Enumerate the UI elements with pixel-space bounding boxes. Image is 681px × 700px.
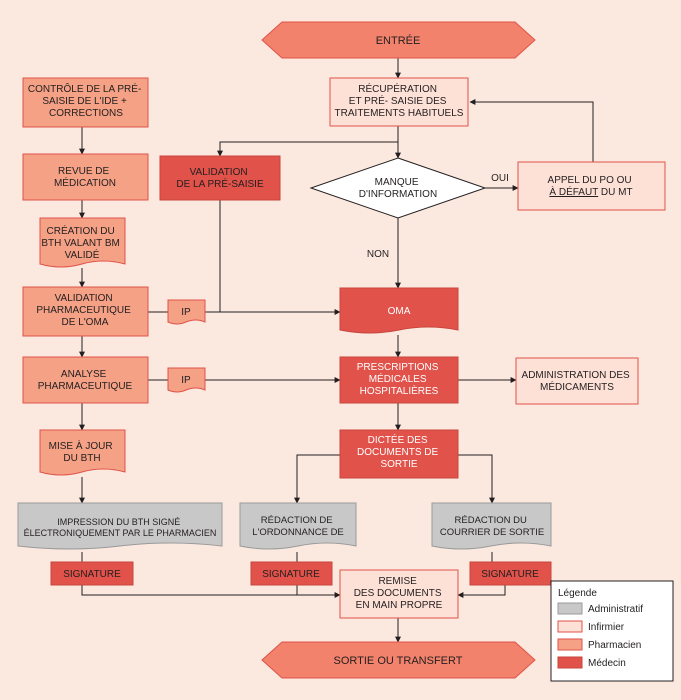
edge-dictee-ordonnance <box>294 454 340 504</box>
node-oma-label: OMA <box>388 306 411 317</box>
node-signature-1-label: SIGNATURE <box>63 569 121 580</box>
legend-item-pharmacien: Pharmacien <box>557 638 641 651</box>
node-revue-label: REVUE DE MÉDICATION <box>54 166 116 189</box>
node-controle: CONTRÔLE DE LA PRÉ- SAISIE DE L'IDE + CO… <box>22 77 149 128</box>
node-sortie: SORTIE OU TRANSFERT <box>261 641 536 679</box>
node-administration-label: ADMINISTRATION DES MÉDICAMENTS <box>522 370 633 393</box>
node-impression: IMPRESSION DU BTH SIGNÉ ÉLECTRONIQUEMENT… <box>17 502 223 550</box>
legend-label-administratif: Administratif <box>588 604 643 615</box>
node-ip-2: IP <box>167 367 206 393</box>
node-prescriptions: PRESCRIPTIONS MÉDICALES HOSPITALIÈRES <box>339 356 459 404</box>
legend-title: Légende <box>558 588 597 599</box>
node-signature-3: SIGNATURE <box>469 561 552 586</box>
node-signature-2-label: SIGNATURE <box>262 569 320 580</box>
node-mise-a-jour-label: MISE À JOUR DU BTH <box>49 439 116 464</box>
node-appel: APPEL DU PO OU À DÉFAUT DU MT <box>517 161 666 211</box>
node-redaction-ordonnance-label: RÉDACTION DE L'ORDONNANCE DE <box>252 515 344 538</box>
edge-validation-oma <box>219 200 341 315</box>
node-appel-label: APPEL DU PO OU À DÉFAUT DU MT <box>548 175 635 198</box>
node-ip-2-label: IP <box>181 375 191 386</box>
legend-item-administratif: Administratif <box>557 602 643 615</box>
legend-item-medecin: Médecin <box>557 656 626 669</box>
node-signature-1: SIGNATURE <box>50 561 134 586</box>
legend-item-infirmier: Infirmier <box>557 620 625 633</box>
node-redaction-ordonnance: RÉDACTION DE L'ORDONNANCE DE <box>239 502 357 550</box>
edge-signature2-remise <box>296 585 340 596</box>
edge-signature3-remise <box>457 585 506 598</box>
node-recuperation: RÉCUPÉRATION ET PRÉ- SAISIE DES TRAITEME… <box>329 77 469 127</box>
node-revue: REVUE DE MÉDICATION <box>22 153 149 201</box>
node-remise: REMISE DES DOCUMENTS EN MAIN PROPRE <box>339 569 459 619</box>
node-analyse: ANALYSE PHARMACEUTIQUE <box>22 356 149 404</box>
connectors <box>79 57 594 643</box>
node-mise-a-jour: MISE À JOUR DU BTH <box>39 429 126 476</box>
appel-tail-text: DU MT <box>598 187 632 198</box>
legend-label-infirmier: Infirmier <box>588 622 625 633</box>
legend: Légende Administratif Infirmier Pharmaci… <box>550 580 674 682</box>
label-oui: OUI <box>491 173 509 184</box>
node-controle-label: CONTRÔLE DE LA PRÉ- SAISIE DE L'IDE + CO… <box>28 82 144 119</box>
node-dictee-label: DICTÉE DES DOCUMENTS DE SORTIE <box>357 433 441 470</box>
node-redaction-courrier-label: RÉDACTION DU COURRIER DE SORTIE <box>440 515 544 538</box>
legend-label-pharmacien: Pharmacien <box>588 640 641 651</box>
edge-signature1-remise <box>81 585 341 598</box>
edge-recuperation-validation <box>217 141 398 157</box>
node-oma: OMA <box>339 287 459 334</box>
node-ip-1-label: IP <box>181 307 191 318</box>
node-signature-3-label: SIGNATURE <box>481 569 539 580</box>
node-ip-1: IP <box>167 299 206 325</box>
appel-underlined-text: À DÉFAUT <box>549 185 598 198</box>
node-entree-label: ENTRÉE <box>376 34 421 47</box>
node-entree: ENTRÉE <box>261 21 536 59</box>
node-impression-label: IMPRESSION DU BTH SIGNÉ ÉLECTRONIQUEMENT… <box>24 517 217 538</box>
node-signature-2: SIGNATURE <box>250 561 333 586</box>
node-validation-presaisie: VALIDATION DE LA PRÉ-SAISIE <box>159 155 281 201</box>
node-manque-label: MANQUE D'INFORMATION <box>359 177 437 200</box>
label-non: NON <box>367 249 389 260</box>
node-prescriptions-label: PRESCRIPTIONS MÉDICALES HOSPITALIÈRES <box>357 362 441 397</box>
edge-appel-recuperation <box>469 99 594 162</box>
node-redaction-courrier: RÉDACTION DU COURRIER DE SORTIE <box>431 502 552 550</box>
node-validation-presaisie-label: VALIDATION DE LA PRÉ-SAISIE <box>176 167 264 190</box>
node-validation-pharma-label: VALIDATION PHARMACEUTIQUE DE L'OMA <box>36 293 133 328</box>
legend-label-medecin: Médecin <box>588 658 626 669</box>
node-validation-pharma: VALIDATION PHARMACEUTIQUE DE L'OMA <box>22 286 149 337</box>
node-administration: ADMINISTRATION DES MÉDICAMENTS <box>515 357 639 405</box>
edge-dictee-courrier <box>458 454 495 504</box>
node-creation-bth: CRÉATION DU BTH VALANT BM VALIDÉ <box>39 217 126 268</box>
node-creation-bth-label: CRÉATION DU BTH VALANT BM VALIDÉ <box>41 224 122 261</box>
node-manque: MANQUE D'INFORMATION <box>309 157 487 219</box>
node-sortie-label: SORTIE OU TRANSFERT <box>334 655 463 667</box>
node-recuperation-label: RÉCUPÉRATION ET PRÉ- SAISIE DES TRAITEME… <box>335 82 464 119</box>
node-dictee: DICTÉE DES DOCUMENTS DE SORTIE <box>339 429 459 479</box>
node-analyse-label: ANALYSE PHARMACEUTIQUE <box>38 369 133 392</box>
node-remise-label: REMISE DES DOCUMENTS EN MAIN PROPRE <box>354 576 445 611</box>
